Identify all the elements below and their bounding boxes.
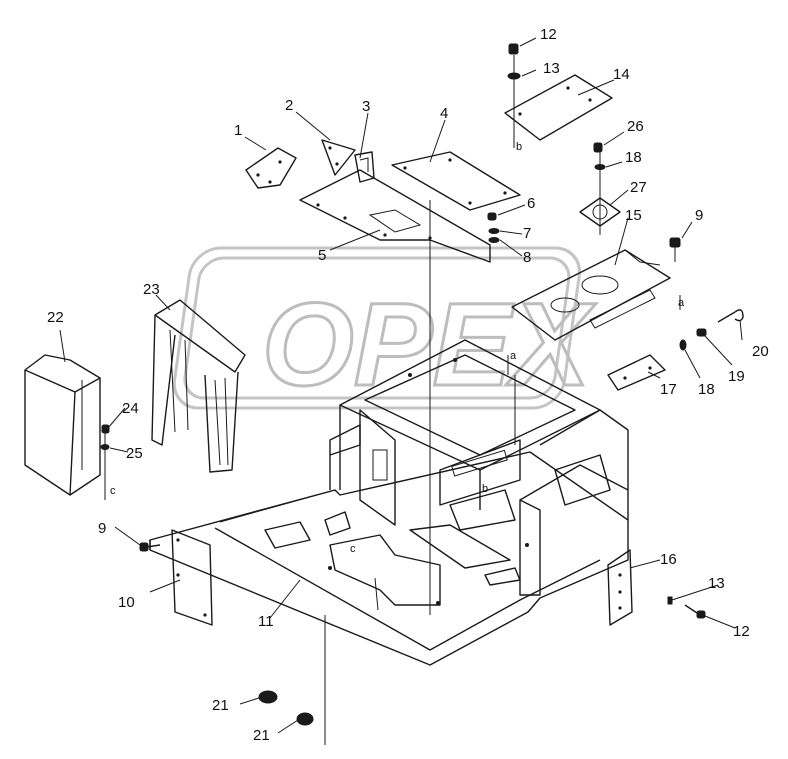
- part-9-bolt-left: [139, 542, 161, 552]
- callout-5: 5: [318, 247, 326, 264]
- callout-1: 1: [234, 122, 242, 139]
- ref-c-floor: c: [350, 543, 356, 555]
- callout-14: 14: [613, 66, 630, 83]
- part-18-washer-right: [679, 339, 687, 351]
- callout-18-right: 18: [698, 381, 715, 398]
- part-9-bolt-right: [669, 237, 681, 262]
- part-2-bracket: [321, 139, 356, 176]
- part-17-bracket: [607, 354, 666, 391]
- part-8-washer: [488, 237, 500, 243]
- watermark-text: OPEX: [262, 279, 596, 411]
- reference-letters: a a b b c c: [110, 141, 685, 555]
- callout-13-low: 13: [708, 575, 725, 592]
- part-1-plate: [245, 147, 297, 189]
- callout-3: 3: [362, 98, 370, 115]
- part-5-panel: [299, 169, 491, 263]
- callout-25: 25: [126, 445, 143, 462]
- part-23-frame: [151, 299, 246, 473]
- callout-9-right: 9: [695, 207, 703, 224]
- callout-24: 24: [122, 400, 139, 417]
- part-19-nut: [696, 328, 707, 337]
- callout-12-low: 12: [733, 623, 750, 640]
- callout-9-left: 9: [98, 520, 106, 537]
- part-15-plate: [511, 249, 671, 341]
- callout-8: 8: [523, 249, 531, 266]
- part-24-bolt: [101, 424, 110, 434]
- callout-leaders: [59, 37, 743, 734]
- callout-23: 23: [143, 281, 160, 298]
- part-3-clip: [354, 151, 375, 183]
- part-4-cover: [391, 151, 521, 211]
- callout-2: 2: [285, 97, 293, 114]
- callout-19: 19: [728, 368, 745, 385]
- callout-11: 11: [258, 613, 274, 630]
- callout-labels: 1 2 3 4 5 6 7 8 9 9 10 11 12 12 13 13 14…: [47, 26, 769, 744]
- callout-17: 17: [660, 381, 677, 398]
- floor-frame: [149, 339, 629, 666]
- callout-7: 7: [523, 225, 531, 242]
- part-21-grommet-upper: [258, 690, 278, 704]
- ref-c-left: c: [110, 485, 116, 497]
- part-12-bolt-low: [684, 604, 706, 619]
- part-16-panel: [607, 549, 633, 626]
- callout-22: 22: [47, 309, 64, 326]
- ref-b-cab: b: [482, 483, 488, 495]
- part-21-grommet-lower: [296, 712, 314, 726]
- part-13-washer-low: [667, 596, 673, 605]
- part-26-bolt: [593, 142, 603, 153]
- callout-27: 27: [630, 179, 647, 196]
- part-10-panel: [171, 529, 213, 626]
- callout-21-lower: 21: [253, 727, 270, 744]
- ref-a-right: a: [678, 297, 685, 309]
- callout-21-upper: 21: [212, 697, 229, 714]
- part-12-bolt-top: [508, 43, 519, 55]
- callout-12-top: 12: [540, 26, 557, 43]
- callout-16: 16: [660, 551, 677, 568]
- part-22-housing: [24, 354, 101, 496]
- callout-20: 20: [752, 343, 769, 360]
- callout-10: 10: [118, 594, 135, 611]
- callout-26: 26: [627, 118, 644, 135]
- ref-a-cab: a: [510, 350, 517, 362]
- callout-4: 4: [440, 105, 448, 122]
- ref-b-top: b: [516, 141, 522, 153]
- callout-6: 6: [527, 195, 535, 212]
- callout-18-top: 18: [625, 149, 642, 166]
- part-6-bolt: [487, 212, 497, 221]
- callout-15: 15: [625, 207, 642, 224]
- part-20-hook: [717, 309, 744, 323]
- part-14-plate: [504, 74, 613, 141]
- watermark: OPEX: [172, 246, 598, 413]
- part-7-washer: [488, 228, 500, 234]
- callout-13-top: 13: [543, 60, 560, 77]
- assembly-lines: [104, 55, 681, 745]
